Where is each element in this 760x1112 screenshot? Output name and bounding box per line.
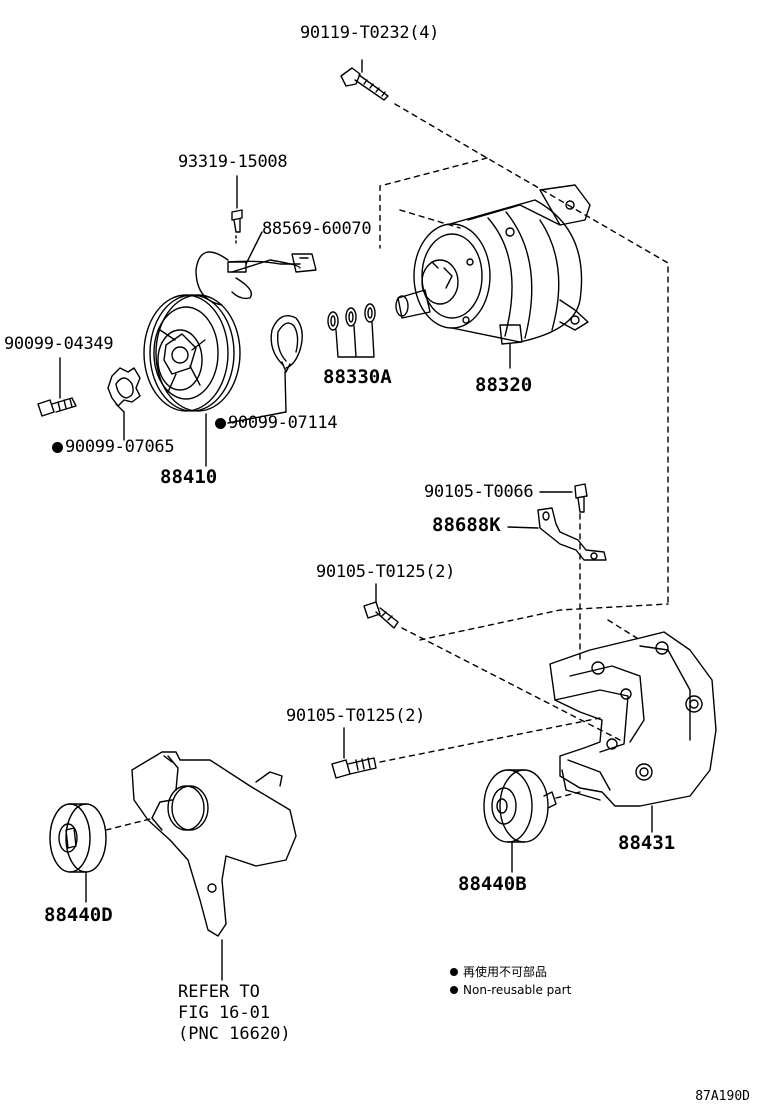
label-90105-t0125-upper: 90105-T0125(2) [316,562,456,582]
dash-bolt-path [394,103,669,605]
refer-line-1: REFER TO [178,982,260,1002]
snap-ring-90099-07114-drawing [270,315,303,373]
refer-line-3: (PNC 16620) [178,1024,291,1044]
label-90105-t0125-lower: 90105-T0125(2) [286,706,426,726]
legend-dot-icon [450,986,458,994]
label-90099-04349: 90099-04349 [4,334,114,354]
adjusting-bracket-drawing [131,751,297,937]
label-88440d: 88440D [44,904,113,926]
figure-code: 87A190D [695,1089,750,1104]
label-93319-15008: 93319-15008 [178,152,288,172]
non-reusable-dot-icon [52,442,63,453]
idler-88440b-drawing [483,769,557,843]
bolt-90119-drawing [340,59,389,101]
bolt-90105-t0066-drawing [574,483,588,513]
legend-jp: 再使用不可部品 [450,965,547,980]
non-reusable-dot-icon [215,418,226,429]
label-90099-07114: 90099-07114 [215,413,338,433]
compressor-88320-drawing [395,184,591,345]
label-88410: 88410 [160,466,218,488]
shims-88330a-drawing [327,303,376,358]
leader-90099-07114 [284,371,287,413]
refer-line-2: FIG 16-01 [178,1003,271,1023]
bolt-90099-04349-drawing [37,397,77,417]
legend-dot-icon [450,968,458,976]
leader-88569 [245,231,263,265]
label-90099-07114-text: 90099-07114 [228,413,338,433]
stay-88688k-drawing [537,507,607,561]
label-88688k: 88688K [432,514,501,536]
refer-note: REFER TO FIG 16-01 (PNC 16620) [178,982,291,1045]
bolt-90105-t0125-upper-drawing [363,601,399,629]
label-90105-t0066: 90105-T0066 [424,482,534,502]
legend-en-text: Non-reusable part [463,983,572,997]
snap-ring-90099-07065-drawing [107,367,141,413]
label-88569-60070: 88569-60070 [262,219,372,239]
bolt-90105-t0125-lower-drawing [331,757,377,779]
legend-en: Non-reusable part [450,983,571,998]
label-90099-07065: 90099-07065 [52,437,175,457]
idler-88440d-drawing [49,803,107,873]
label-88431: 88431 [618,832,676,854]
screw-93319-drawing [231,209,243,247]
bracket-88431-drawing [549,631,717,807]
label-90119-t0232: 90119-T0232(4) [300,23,440,43]
label-88320: 88320 [475,374,533,396]
label-88330a: 88330A [323,366,392,388]
legend-jp-text: 再使用不可部品 [463,965,548,979]
label-88440b: 88440B [458,873,527,895]
clutch-88410-drawing [143,251,317,412]
label-90099-07065-text: 90099-07065 [65,437,175,457]
